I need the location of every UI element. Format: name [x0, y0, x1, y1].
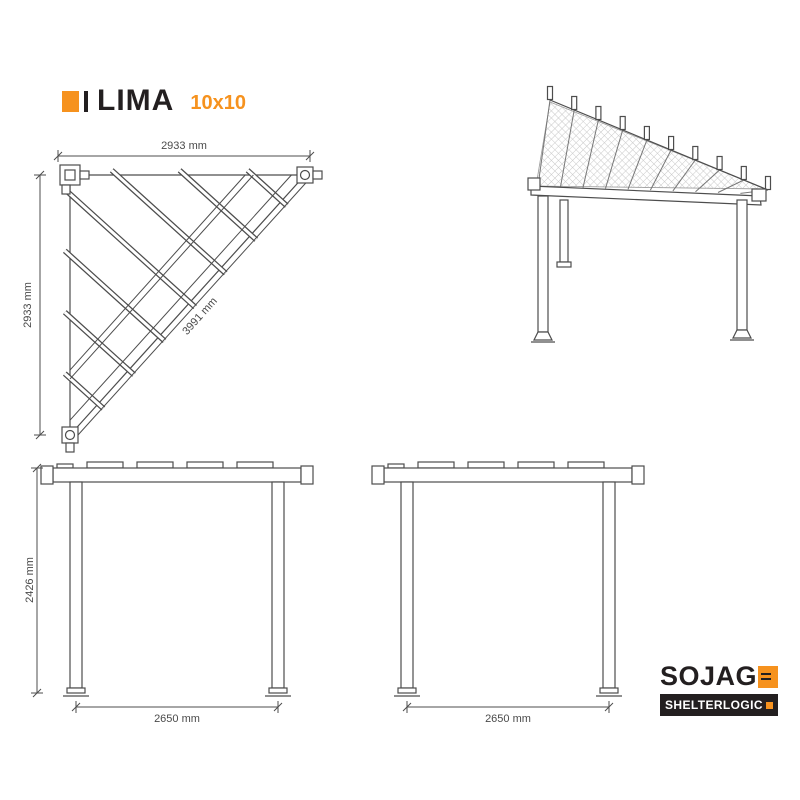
- plan-post-bottom-left: [61, 426, 79, 453]
- plan-support-beams: [69, 174, 292, 421]
- plan-roof-slats: [62, 168, 289, 411]
- side-width-dimension-line: [402, 701, 614, 713]
- product-title: LIMA: [97, 84, 175, 117]
- sojag-wordmark: SOJAG: [660, 661, 758, 691]
- front-elevation-view: 2426 mm 2650 mm: [25, 461, 314, 725]
- perspective-view: [527, 85, 772, 343]
- plan-view: 2933 mm 2933 mm: [22, 140, 323, 453]
- front-height-dimension: 2426 mm: [25, 557, 36, 603]
- front-width-dimension: 2650 mm: [154, 713, 200, 725]
- front-post-right: [265, 481, 291, 697]
- front-post-left: [63, 481, 89, 697]
- side-post-left: [394, 481, 420, 697]
- side-beam: [371, 465, 645, 485]
- front-height-dimension-line: [31, 463, 43, 698]
- shelterlogic-accent-icon: [766, 701, 773, 709]
- product-header: LIMA 10x10: [62, 86, 246, 116]
- corner-bracket-left: [527, 177, 541, 191]
- plan-width-dimension: 2933 mm: [161, 140, 207, 152]
- rafter-fins: [546, 85, 772, 191]
- brand-mark-icon: [62, 90, 79, 112]
- post-right: [730, 199, 754, 341]
- side-post-right: [596, 481, 622, 697]
- plan-post-top-right: [296, 166, 323, 184]
- roof-shade-fabric: [535, 101, 767, 190]
- roof-rafters: [537, 99, 769, 194]
- plan-diagonal-dimension-line: [71, 175, 313, 443]
- post-back: [556, 199, 572, 268]
- roof-back-edge: [549, 99, 769, 191]
- header-divider: [84, 90, 88, 112]
- post-front-left: [531, 195, 555, 343]
- front-beam: [40, 465, 314, 485]
- sojag-logo: SOJAG SHELTERLOGIC: [660, 663, 778, 716]
- side-width-dimension: 2650 mm: [485, 713, 531, 725]
- side-elevation-view: 2650 mm: [371, 461, 645, 725]
- corner-bracket-right: [751, 188, 767, 202]
- sojag-mark-icon: [758, 665, 778, 688]
- front-beam-3d: [530, 185, 762, 206]
- plan-post-top-left: [59, 164, 90, 195]
- front-rafter-tabs: [56, 461, 274, 469]
- front-width-dimension-line: [71, 701, 283, 713]
- shelterlogic-wordmark: SHELTERLOGIC: [665, 698, 763, 712]
- side-rafter-tabs: [387, 461, 605, 469]
- product-size: 10x10: [190, 92, 246, 114]
- plan-height-dimension: 2933 mm: [22, 282, 34, 328]
- shelterlogic-bar: SHELTERLOGIC: [660, 694, 778, 716]
- plan-roof-outline: [69, 174, 307, 437]
- plan-left-dimension-line: [34, 170, 46, 440]
- plan-top-dimension-line: [53, 150, 315, 162]
